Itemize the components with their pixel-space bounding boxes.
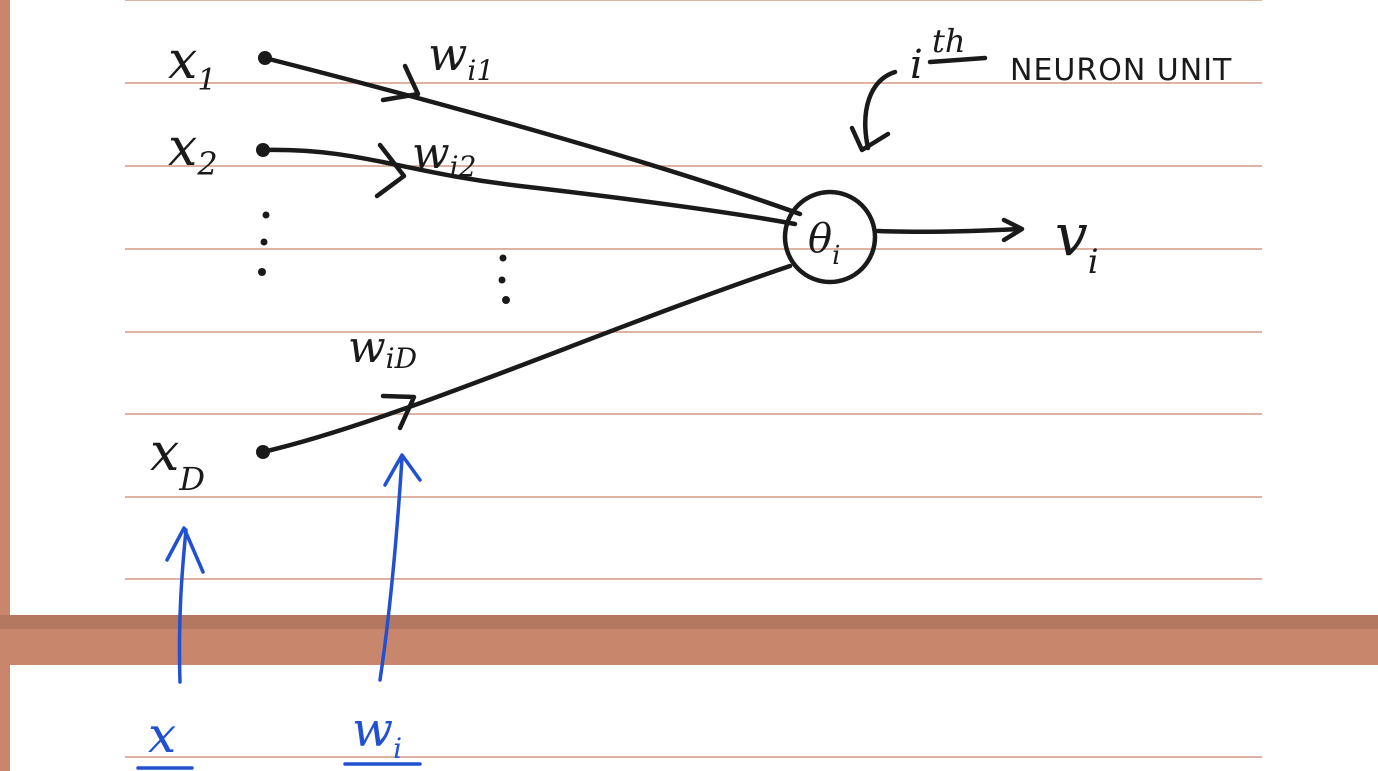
notebook-page-top [10,0,1378,615]
annotation-i: i [910,42,923,88]
label-wi2: wi2 [412,128,476,183]
label-x1: x1 [168,31,216,98]
label-wiD: wiD [348,322,417,375]
notebook-page-bottom [10,665,1378,771]
ruled-lines [125,0,1262,758]
arrowhead-wi1 [380,63,421,103]
output-arrow [875,226,1023,235]
annotation-neuron-unit: NEURON UNIT [1010,53,1232,88]
arrowhead-wiD [380,393,417,431]
label-xD: xD [150,423,205,498]
label-wi1: wi1 [428,27,494,87]
page-divider [0,615,1378,629]
annotation-pointer-arrowhead [849,125,891,153]
edge-x2 [260,147,798,227]
neuron-circle [782,189,878,285]
output-arrowhead [1001,217,1025,243]
input-ellipsis [258,211,270,276]
weight-ellipsis [498,254,510,304]
edge-xD [260,263,793,455]
vector-label-w: wi [352,702,402,765]
vector-label-x: x [148,706,176,764]
blue-arrowhead-w [383,453,422,487]
blue-arrow-x [177,528,188,684]
annotation-pointer-arrow [863,69,898,151]
threshold-label: θi [808,216,840,271]
label-x2: x2 [168,118,218,183]
annotation-th: th [932,22,965,60]
arrowhead-wi2 [374,142,407,199]
edge-x1 [262,55,803,217]
blue-arrowhead-x [165,526,205,574]
output-label: vi [1055,201,1099,282]
blue-arrow-w [378,456,404,682]
annotation-th-underline [927,55,988,65]
